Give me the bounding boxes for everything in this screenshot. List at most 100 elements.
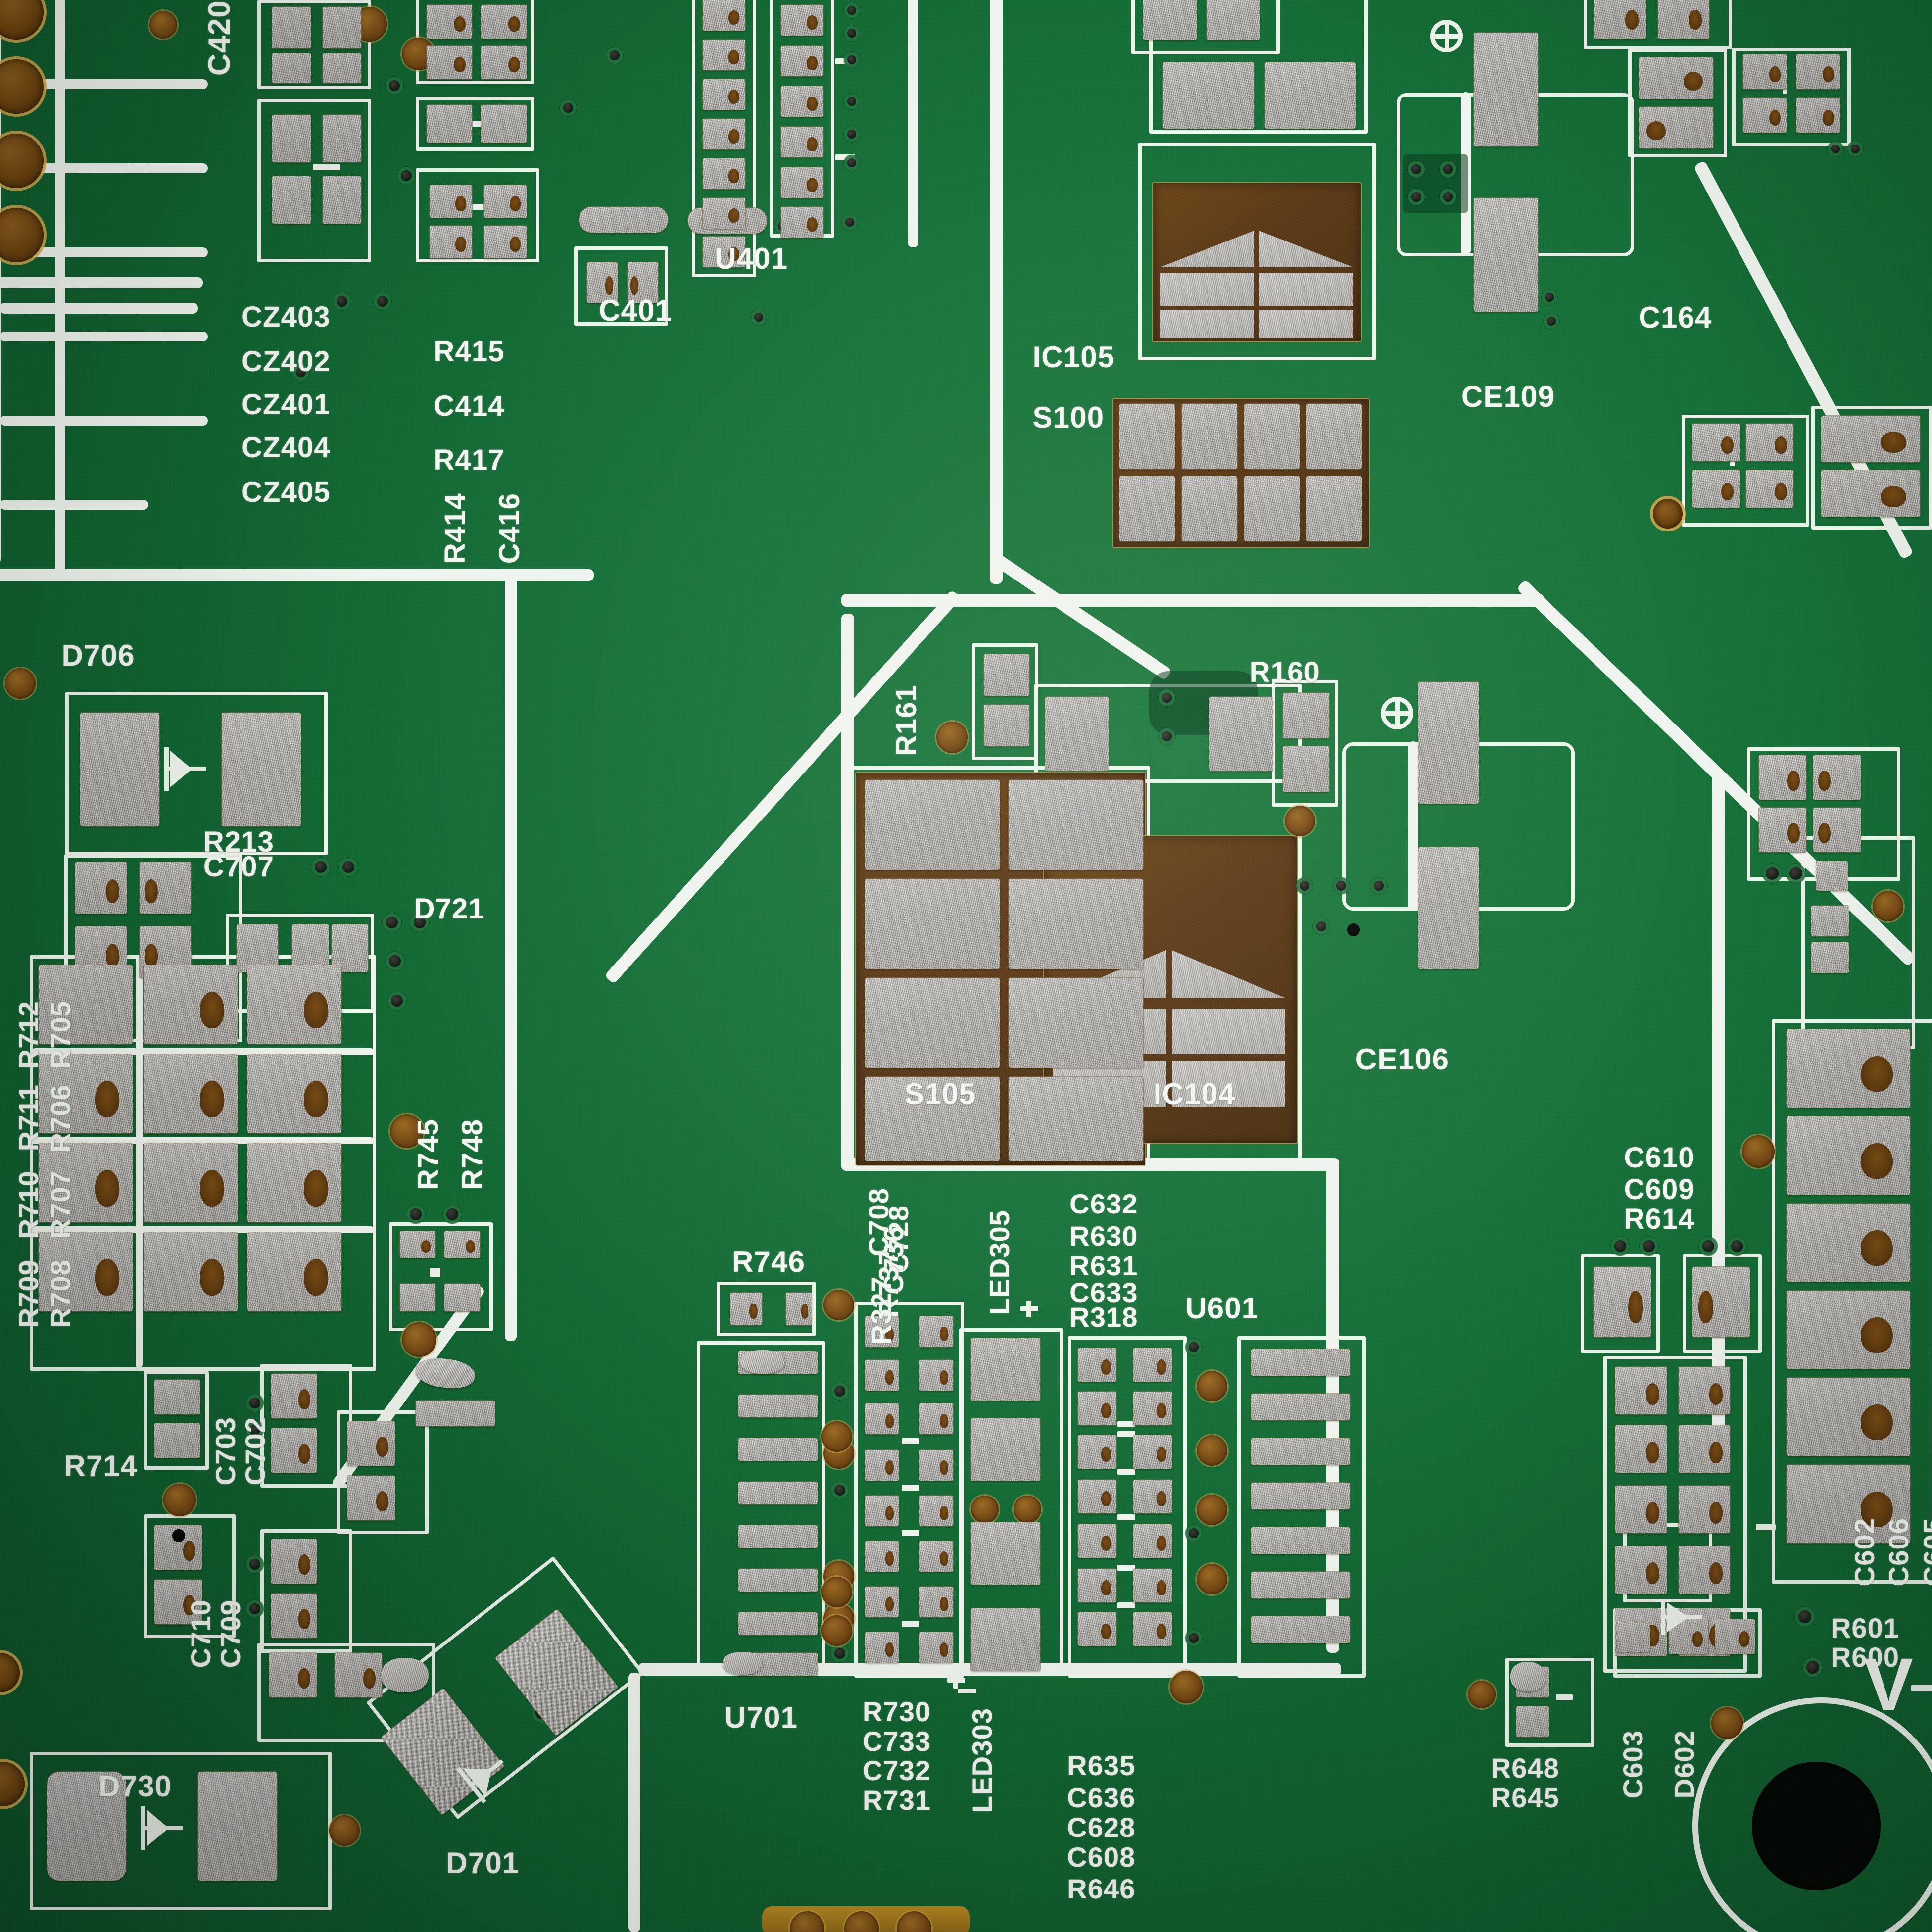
- pad-c708: [919, 1541, 953, 1572]
- pad-r727: [1796, 54, 1840, 89]
- plated-hole: [1170, 1671, 1203, 1703]
- designator-u601: U601: [1185, 1294, 1258, 1323]
- pad-cz: [272, 53, 311, 83]
- pad-r41x: [481, 105, 527, 143]
- silk-tick: [1117, 1602, 1135, 1608]
- edge-hole: [0, 1762, 25, 1806]
- plated-hole: [821, 1577, 852, 1607]
- via: [249, 1603, 260, 1614]
- pad-r41x: [481, 46, 527, 79]
- diode-symbol-d602-icon: [1661, 1599, 1702, 1635]
- pad-s105: [1009, 879, 1143, 969]
- pad-c708: [865, 1450, 899, 1481]
- designator-cz404: CZ404: [242, 434, 331, 462]
- via: [386, 917, 398, 928]
- plated-hole: [5, 668, 36, 699]
- pad-c708: [865, 1587, 899, 1617]
- diode-symbol-d730-icon: [141, 1806, 183, 1850]
- via: [1443, 192, 1453, 202]
- via: [1162, 731, 1172, 741]
- pad-c708: [919, 1450, 953, 1481]
- via: [754, 313, 763, 322]
- pad-r746: [786, 1293, 812, 1325]
- silk-main-bottom-1: [628, 1673, 640, 1932]
- plated-hole: [329, 1815, 360, 1846]
- pad-rightarray: [1787, 1116, 1910, 1195]
- pad-array: [144, 1232, 238, 1311]
- silk-outline-r409col2: [770, 0, 834, 238]
- pad-u401-long: [579, 207, 668, 233]
- silk-connector-edge2: [0, 303, 198, 314]
- pad-u601: [1078, 1612, 1116, 1646]
- pad-u601b: [1251, 1349, 1350, 1376]
- pad-small: [484, 226, 527, 258]
- pad-c708: [919, 1496, 953, 1526]
- silk-tick: [902, 1621, 919, 1627]
- designator-r614: R614: [1624, 1205, 1695, 1234]
- pad-small: [484, 185, 527, 218]
- pad-left-bot: [269, 1653, 317, 1697]
- pad-cz: [323, 53, 361, 83]
- pad-ce109: [1474, 33, 1538, 146]
- plated-hole: [936, 722, 968, 753]
- designator-d730: D730: [98, 1772, 172, 1801]
- pad-s100: [1182, 476, 1237, 541]
- via: [847, 158, 856, 167]
- plated-hole: [1711, 1707, 1743, 1739]
- designator-r706: R706: [47, 1084, 75, 1153]
- pad-r745: [400, 1284, 435, 1311]
- via: [563, 103, 573, 113]
- pad-c164: [1639, 107, 1713, 148]
- silk-tick: [902, 1438, 919, 1444]
- via: [1851, 145, 1860, 153]
- pad-col: [703, 119, 745, 149]
- plated-hole-large: [1653, 499, 1683, 529]
- designator-r630: R630: [1069, 1222, 1138, 1250]
- via: [391, 995, 403, 1007]
- pad-c708: [865, 1360, 899, 1391]
- designator-c610: C610: [1624, 1144, 1695, 1172]
- pad-c164: [1639, 57, 1713, 99]
- pad-s105: [1009, 978, 1143, 1068]
- pad-led305: [971, 1338, 1040, 1401]
- designator-r631: R631: [1069, 1252, 1138, 1280]
- pad-col: [703, 198, 745, 229]
- silk-tick: [1117, 1431, 1135, 1437]
- pad-left-bot: [335, 1653, 382, 1697]
- designator-cz405: CZ405: [242, 478, 331, 507]
- pad-array: [144, 965, 238, 1044]
- pad-c708: [919, 1316, 953, 1347]
- pad-rightarray2: [1679, 1425, 1730, 1473]
- connector-ring: [0, 0, 44, 40]
- via: [847, 55, 856, 64]
- via: [1766, 867, 1779, 880]
- pad-u601: [1133, 1392, 1172, 1425]
- via: [847, 130, 856, 139]
- designator-r707: R707: [47, 1170, 75, 1239]
- hole: [172, 1529, 185, 1542]
- designator-c401: C401: [599, 296, 672, 326]
- designator-c606: C606: [1885, 1518, 1913, 1586]
- fiducial-ce109-icon: [1430, 20, 1463, 52]
- pad-c163: [1821, 416, 1920, 462]
- pad-cz: [323, 176, 361, 224]
- pad-r136: [1692, 470, 1740, 508]
- pad-c708: [865, 1496, 899, 1526]
- pad-ic105-top: [1163, 62, 1254, 129]
- pad-d706: [80, 713, 159, 826]
- via: [389, 80, 400, 91]
- pad-col: [781, 86, 823, 117]
- pad-col: [781, 5, 823, 36]
- pad-col: [703, 79, 745, 110]
- via: [1806, 1661, 1819, 1674]
- pad-ce106: [1418, 682, 1479, 804]
- pad-rightarray2: [1615, 1486, 1667, 1533]
- pad-u701: [738, 1612, 818, 1635]
- plated-hole: [402, 1322, 436, 1357]
- chevron-pads-ic105: [1153, 183, 1361, 341]
- pad-rightarray2: [1679, 1367, 1730, 1414]
- pad-left-bot: [347, 1421, 395, 1466]
- designator-r710: R710: [15, 1170, 43, 1239]
- designator-r327: R327: [868, 1276, 895, 1345]
- pad-s100: [1244, 476, 1300, 541]
